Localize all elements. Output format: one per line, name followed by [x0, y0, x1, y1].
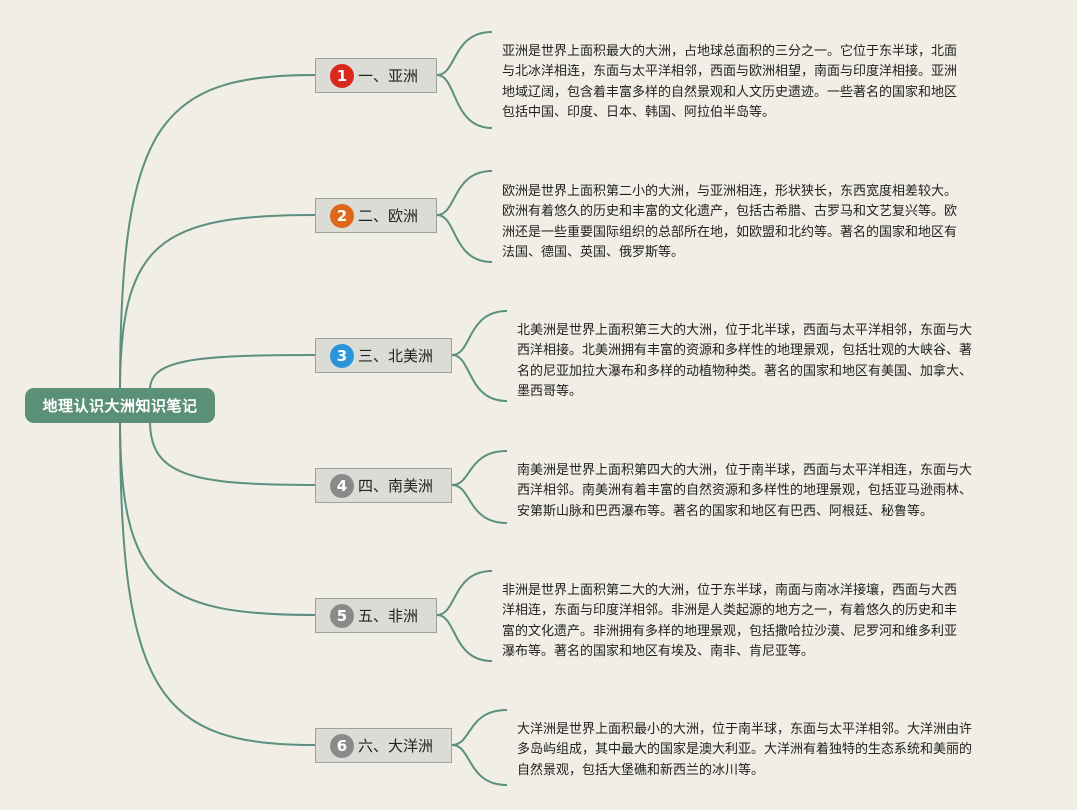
note-line: 西洋相接。北美洲拥有丰富的资源和多样性的地理景观，包括壮观的大峡谷、著 [517, 343, 973, 359]
note-line: 非洲是世界上面积第二大的大洲，位于东半球，南面与南冰洋接壤，西面与大西 [502, 583, 958, 598]
branch-label: 一、亚洲 [358, 67, 419, 85]
root-connector-4 [149, 420, 316, 486]
branch-label: 四、南美洲 [358, 477, 434, 495]
root-connector-1 [119, 74, 316, 393]
note-line: 多岛屿组成，其中最大的国家是澳大利亚。大洋洲有着独特的生态系统和美丽的 [517, 742, 973, 758]
number-badge-3: 3 [330, 343, 354, 368]
note-bracket-top-4 [451, 450, 508, 486]
root-connector-3 [149, 354, 316, 391]
note-bracket-bottom-1 [436, 74, 493, 129]
note-line: 富的文化遗产。非洲拥有多样的地理景观，包括撒哈拉沙漠、尼罗河和维多利亚 [502, 623, 958, 639]
note-line: 西洋相邻。南美洲有着丰富的自然资源和多样性的地理景观，包括亚马逊雨林、 [517, 483, 973, 499]
root-topic[interactable]: 地理认识大洲知识笔记 [25, 388, 215, 423]
branch-north-america[interactable]: 3 三、北美洲 [315, 338, 452, 373]
note-line: 瀑布等。著名的国家和地区有埃及、南非、肯尼亚等。 [502, 644, 815, 660]
number-badge-4: 4 [330, 473, 354, 498]
note-africa: 非洲是世界上面积第二大的大洲，位于东半球，南面与南冰洋接壤，西面与大西 洋相连，… [502, 581, 957, 663]
note-bracket-bottom-3 [451, 354, 508, 402]
note-bracket-bottom-2 [436, 214, 493, 263]
note-line: 名的尼亚加拉大瀑布和多样的动植物种类。著名的国家和地区有美国、加拿大、 [517, 363, 973, 379]
note-south-america: 南美洲是世界上面积第四大的大洲，位于南半球，西面与太平洋相连，东面与大 西洋相邻… [517, 461, 972, 522]
branch-africa[interactable]: 5 五、非洲 [315, 598, 437, 633]
note-line: 洋相连，东面与印度洋相邻。非洲是人类起源的地方之一，有着悠久的历史和丰 [502, 603, 958, 619]
note-bracket-top-6 [451, 709, 508, 746]
note-line: 欧洲有着悠久的历史和丰富的文化遗产，包括古希腊、古罗马和文艺复兴等。欧 [502, 204, 958, 220]
note-asia: 亚洲是世界上面积最大的大洲，占地球总面积的三分之一。它位于东半球，北面 与北冰洋… [502, 42, 957, 124]
note-oceania: 大洋洲是世界上面积最小的大洲，位于南半球，东面与太平洋相邻。大洋洲由许 多岛屿组… [517, 720, 972, 781]
note-bracket-bottom-6 [451, 744, 508, 786]
note-line: 南美洲是世界上面积第四大的大洲，位于南半球，西面与太平洋相连，东面与大 [517, 463, 973, 478]
branch-south-america[interactable]: 4 四、南美洲 [315, 468, 452, 503]
note-bracket-top-2 [436, 170, 493, 216]
note-bracket-top-1 [436, 31, 493, 76]
note-bracket-top-3 [451, 310, 508, 356]
note-line: 亚洲是世界上面积最大的大洲，占地球总面积的三分之一。它位于东半球，北面 [502, 44, 958, 59]
number-badge-5: 5 [330, 603, 354, 628]
branch-oceania[interactable]: 6 六、大洋洲 [315, 728, 452, 763]
note-line: 法国、德国、英国、俄罗斯等。 [502, 245, 685, 261]
note-line: 自然景观，包括大堡礁和新西兰的冰川等。 [517, 762, 765, 778]
note-line: 与北冰洋相连，东面与太平洋相邻，西面与欧洲相望，南面与印度洋相接。亚洲 [502, 64, 958, 80]
branch-asia[interactable]: 1 一、亚洲 [315, 58, 437, 93]
note-north-america: 北美洲是世界上面积第三大的大洲，位于北半球，西面与太平洋相邻，东面与大 西洋相接… [517, 321, 972, 403]
note-line: 安第斯山脉和巴西瀑布等。著名的国家和地区有巴西、阿根廷、秘鲁等。 [517, 503, 934, 519]
note-line: 北美洲是世界上面积第三大的大洲，位于北半球，西面与太平洋相邻，东面与大 [517, 323, 973, 338]
branch-europe[interactable]: 2 二、欧洲 [315, 198, 437, 233]
note-europe: 欧洲是世界上面积第二小的大洲，与亚洲相连，形状狭长，东西宽度相差较大。 欧洲有着… [502, 182, 957, 264]
number-badge-6: 6 [330, 733, 354, 758]
note-bracket-bottom-4 [451, 484, 508, 524]
note-line: 地域辽阔，包含着丰富多样的自然景观和人文历史遗迹。一些著名的国家和地区 [502, 84, 958, 100]
note-line: 洲还是一些重要国际组织的总部所在地，如欧盟和北约等。著名的国家和地区有 [502, 224, 958, 240]
note-bracket-bottom-5 [436, 614, 493, 662]
note-line: 大洋洲是世界上面积最小的大洲，位于南半球，东面与太平洋相邻。大洋洲由许 [517, 722, 973, 737]
branch-label: 三、北美洲 [358, 347, 434, 365]
root-connector-6 [119, 418, 316, 746]
note-line: 包括中国、印度、日本、韩国、阿拉伯半岛等。 [502, 105, 776, 121]
note-bracket-top-5 [436, 570, 493, 616]
note-line: 墨西哥等。 [517, 384, 583, 400]
root-connector-5 [119, 418, 316, 616]
note-line: 欧洲是世界上面积第二小的大洲，与亚洲相连，形状狭长，东西宽度相差较大。 [502, 184, 958, 199]
branch-label: 五、非洲 [358, 607, 419, 625]
number-badge-1: 1 [330, 63, 354, 88]
branch-label: 六、大洋洲 [358, 737, 434, 755]
branch-label: 二、欧洲 [358, 207, 419, 225]
root-connector-2 [119, 214, 316, 393]
number-badge-2: 2 [330, 203, 354, 228]
